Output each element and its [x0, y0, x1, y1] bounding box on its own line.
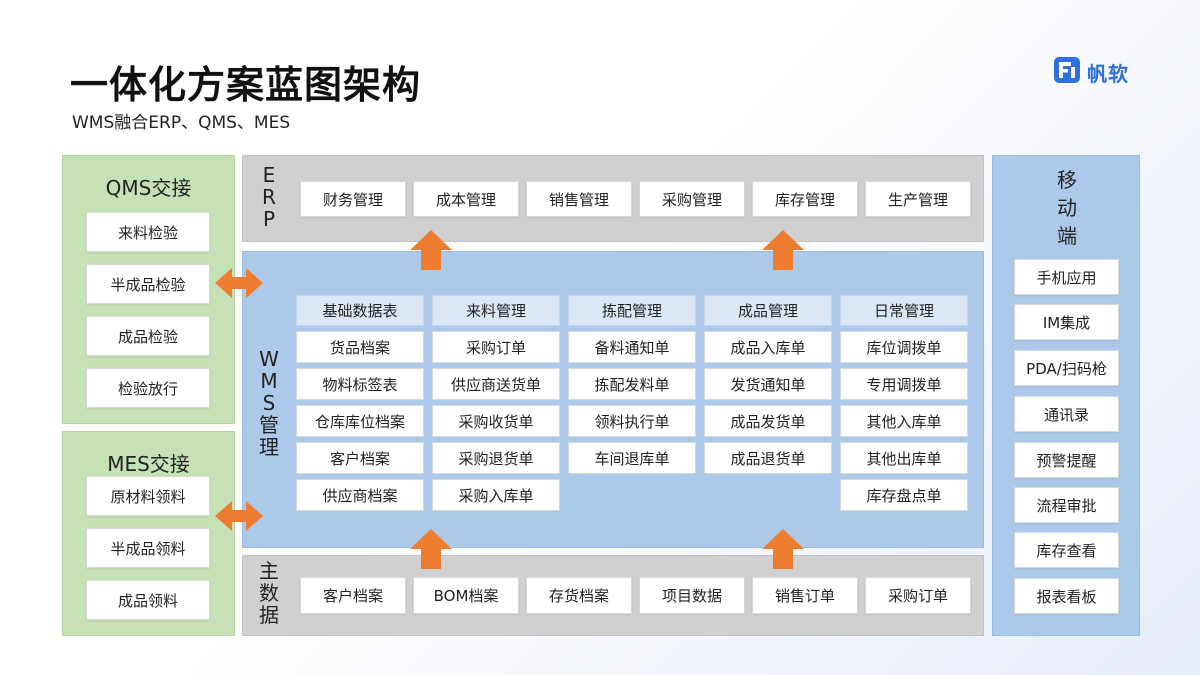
wms-item: 供应商档案	[296, 479, 424, 511]
brand-name: 帆软	[1087, 61, 1129, 86]
wms-item: 拣配发料单	[568, 368, 696, 400]
wms-item: 成品退货单	[704, 442, 832, 474]
page-subtitle: WMS融合ERP、QMS、MES	[72, 113, 291, 133]
master-data-title: 主数据	[259, 559, 279, 627]
wms-column-header: 基础数据表	[296, 295, 424, 326]
up-arrow-icon	[762, 529, 804, 569]
page-title: 一体化方案蓝图架构	[70, 63, 422, 107]
brand-logo: 帆软	[1053, 56, 1129, 88]
master-data-item: 采购订单	[865, 577, 971, 614]
double-arrow-icon	[215, 501, 263, 531]
mobile-item: 库存查看	[1014, 532, 1119, 568]
erp-item: 财务管理	[300, 181, 406, 217]
mobile-item: 通讯录	[1014, 396, 1119, 432]
wms-item: 专用调拨单	[840, 368, 968, 400]
wms-item: 客户档案	[296, 442, 424, 474]
wms-column: 拣配管理备料通知单拣配发料单领料执行单车间退库单	[568, 295, 696, 474]
qms-item: 成品检验	[86, 316, 210, 356]
wms-column: 基础数据表货品档案物料标签表仓库库位档案客户档案供应商档案	[296, 295, 424, 511]
double-arrow-icon	[215, 268, 263, 298]
wms-item: 采购入库单	[432, 479, 560, 511]
mes-panel: MES交接 原材料领料 半成品领料 成品领料	[62, 431, 235, 636]
master-data-item: 项目数据	[639, 577, 745, 614]
wms-item: 库位调拨单	[840, 331, 968, 363]
fanruan-logo-icon	[1053, 56, 1081, 88]
wms-column: 成品管理成品入库单发货通知单成品发货单成品退货单	[704, 295, 832, 474]
wms-column-header: 来料管理	[432, 295, 560, 326]
wms-column-header: 拣配管理	[568, 295, 696, 326]
wms-item: 采购退货单	[432, 442, 560, 474]
up-arrow-icon	[762, 230, 804, 270]
mobile-item: 手机应用	[1014, 259, 1119, 295]
erp-item: 生产管理	[865, 181, 971, 217]
wms-item: 仓库库位档案	[296, 405, 424, 437]
mes-item: 原材料领料	[86, 476, 210, 516]
qms-item: 半成品检验	[86, 264, 210, 304]
wms-item: 采购订单	[432, 331, 560, 363]
wms-item: 采购收货单	[432, 405, 560, 437]
mobile-item: 预警提醒	[1014, 442, 1119, 478]
erp-item: 采购管理	[639, 181, 745, 217]
erp-item: 成本管理	[413, 181, 519, 217]
master-data-item: 客户档案	[300, 577, 406, 614]
mobile-item: IM集成	[1014, 304, 1119, 340]
mobile-title: 移动端	[1057, 168, 1077, 248]
mes-title: MES交接	[107, 452, 190, 476]
qms-title: QMS交接	[105, 176, 192, 200]
wms-item: 供应商送货单	[432, 368, 560, 400]
wms-item: 车间退库单	[568, 442, 696, 474]
erp-item: 库存管理	[752, 181, 858, 217]
wms-item: 其他入库单	[840, 405, 968, 437]
wms-column: 日常管理库位调拨单专用调拨单其他入库单其他出库单库存盘点单	[840, 295, 968, 511]
up-arrow-icon	[410, 529, 452, 569]
mobile-item: PDA/扫码枪	[1014, 350, 1119, 386]
qms-item: 检验放行	[86, 368, 210, 408]
master-data-item: 销售订单	[752, 577, 858, 614]
wms-item: 货品档案	[296, 331, 424, 363]
wms-column: 来料管理采购订单供应商送货单采购收货单采购退货单采购入库单	[432, 295, 560, 511]
wms-item: 其他出库单	[840, 442, 968, 474]
wms-column-header: 日常管理	[840, 295, 968, 326]
wms-item: 库存盘点单	[840, 479, 968, 511]
erp-item: 销售管理	[526, 181, 632, 217]
mobile-item: 报表看板	[1014, 578, 1119, 614]
qms-item: 来料检验	[86, 212, 210, 252]
wms-item: 领料执行单	[568, 405, 696, 437]
up-arrow-icon	[410, 230, 452, 270]
master-data-item: BOM档案	[413, 577, 519, 614]
mes-item: 半成品领料	[86, 528, 210, 568]
wms-item: 成品入库单	[704, 331, 832, 363]
wms-column-header: 成品管理	[704, 295, 832, 326]
wms-item: 物料标签表	[296, 368, 424, 400]
wms-item: 备料通知单	[568, 331, 696, 363]
wms-item: 成品发货单	[704, 405, 832, 437]
mobile-item: 流程审批	[1014, 487, 1119, 523]
master-data-panel: 主数据 客户档案 BOM档案 存货档案 项目数据 销售订单 采购订单	[242, 555, 984, 636]
mes-item: 成品领料	[86, 580, 210, 620]
wms-item: 发货通知单	[704, 368, 832, 400]
master-data-item: 存货档案	[526, 577, 632, 614]
mobile-panel: 移动端 手机应用 IM集成 PDA/扫码枪 通讯录 预警提醒 流程审批 库存查看…	[992, 155, 1140, 636]
qms-panel: QMS交接 来料检验 半成品检验 成品检验 检验放行	[62, 155, 235, 424]
